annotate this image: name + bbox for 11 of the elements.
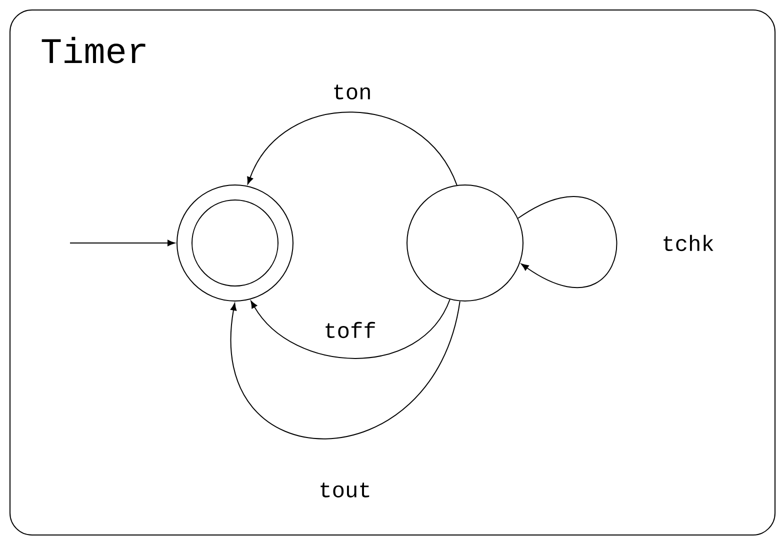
state-circle: [406, 184, 524, 302]
arrow: [518, 196, 618, 288]
edge-label: tout: [318, 482, 372, 498]
edge-label: ton: [331, 84, 373, 100]
arrow: [70, 240, 176, 246]
double-circle: [176, 184, 294, 302]
edge-label: toff: [322, 320, 378, 340]
arrow: [250, 299, 450, 359]
edge-label: tchk: [660, 234, 716, 252]
arrow: [247, 112, 458, 186]
arrow: [230, 300, 460, 440]
